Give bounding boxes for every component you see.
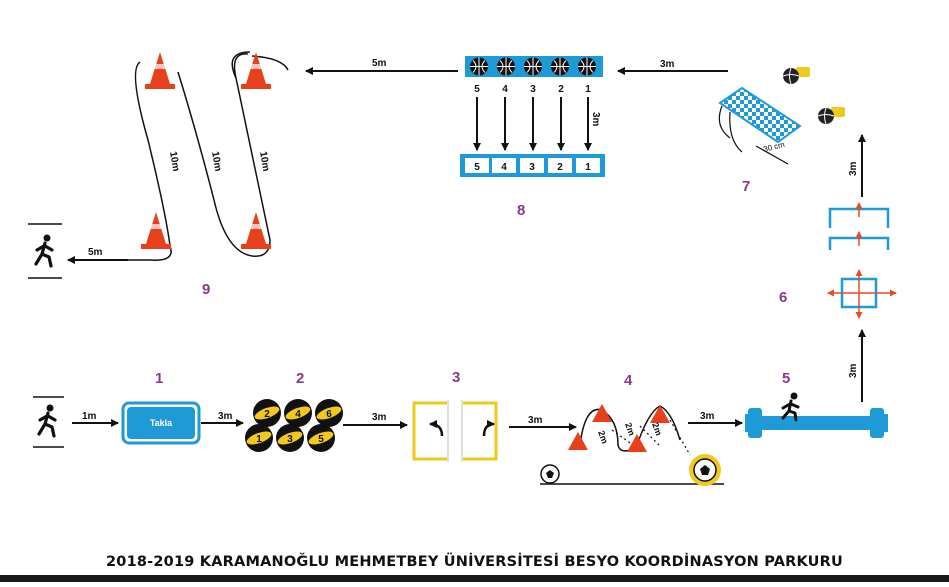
svg-text:5: 5 — [318, 434, 324, 445]
bottom-bar — [0, 575, 949, 582]
basketball-icon — [551, 57, 569, 76]
ball: 4 — [284, 399, 312, 427]
basketball-icon — [497, 57, 515, 76]
ball-number: 4 — [502, 84, 508, 95]
cone-icon — [145, 52, 175, 89]
station-8-baskets: 5 4 3 2 1 3m 5 4 3 2 1 — [460, 56, 605, 177]
ball-number: 2 — [558, 84, 564, 95]
distance-label: 3m — [848, 363, 859, 378]
cone-icon — [627, 434, 647, 452]
station-7-net: 30 cm — [718, 67, 845, 165]
station-number-4: 4 — [624, 372, 633, 389]
svg-text:6: 6 — [326, 409, 332, 420]
finish-marker — [28, 223, 62, 279]
station-2-balls: 2 4 6 1 3 5 — [245, 399, 343, 452]
ball: 2 — [253, 399, 281, 427]
ball: 6 — [315, 399, 343, 427]
station-number-7: 7 — [742, 178, 751, 195]
mat-label: Takla — [150, 418, 173, 428]
course-title: 2018-2019 KARAMANOĞLU MEHMETBEY ÜNİVERSİ… — [106, 554, 843, 570]
ball-number: 3 — [530, 84, 536, 95]
ball-number: 1 — [585, 84, 591, 95]
station-number-6: 6 — [779, 289, 788, 306]
distance-label: 3m — [372, 412, 387, 423]
cone-icon — [241, 212, 271, 249]
basket-number: 5 — [474, 162, 480, 173]
volleyball-icon — [817, 107, 845, 125]
runner-icon — [34, 234, 54, 268]
svg-text:2: 2 — [264, 409, 270, 420]
cone-icon — [141, 212, 171, 249]
distance-label: 2m — [650, 421, 664, 437]
distance-label: 2m — [596, 429, 610, 445]
station-6-agility — [827, 202, 897, 319]
station-number-8: 8 — [517, 202, 526, 219]
svg-text:3: 3 — [287, 434, 293, 445]
volleyball-icon — [782, 67, 810, 85]
basketball-icon — [524, 57, 542, 76]
distance-label: 1m — [82, 411, 97, 422]
svg-text:1: 1 — [256, 434, 262, 445]
basket-number: 1 — [585, 162, 591, 173]
turn-right-arrow-icon — [482, 420, 495, 437]
distance-label: 10m — [167, 151, 181, 173]
station-1-mat: Takla — [121, 401, 201, 445]
soccer-ball-icon — [540, 464, 560, 484]
station-5-beam — [745, 392, 888, 438]
ball: 1 — [245, 424, 273, 452]
basket-number: 4 — [501, 162, 507, 173]
distance-label: 10m — [209, 151, 223, 173]
cone-icon — [592, 404, 612, 422]
ball: 3 — [276, 424, 304, 452]
ball-number: 5 — [474, 84, 480, 95]
distance-label: 3m — [218, 411, 233, 422]
station-9-shuttle: 10m 10m 10m — [128, 51, 289, 261]
runner-icon — [37, 404, 57, 438]
soccer-ball-icon — [689, 454, 721, 486]
net-height-label: 30 cm — [762, 140, 786, 154]
distance-label: 3m — [528, 415, 543, 426]
station-number-5: 5 — [782, 370, 791, 387]
distance-label: 3m — [700, 411, 715, 422]
ball: 5 — [307, 424, 335, 452]
cone-icon — [650, 405, 670, 423]
distance-label: 5m — [88, 247, 103, 258]
start-marker — [33, 396, 64, 448]
station-3-hurdles — [412, 400, 498, 462]
distance-label: 5m — [372, 58, 387, 69]
cone-icon — [241, 52, 271, 89]
basketball-icon — [578, 57, 596, 76]
cone-icon — [568, 432, 588, 450]
distance-label: 3m — [660, 59, 675, 70]
station-4-slalom: 2m 2m 2m — [540, 404, 724, 486]
station-number-9: 9 — [202, 281, 211, 298]
station-number-1: 1 — [155, 370, 164, 387]
distance-label: 3m — [848, 161, 859, 176]
station-number-3: 3 — [452, 369, 461, 386]
distance-label: 3m — [590, 112, 601, 127]
basketball-icon — [470, 57, 488, 76]
station-number-2: 2 — [296, 370, 305, 387]
distance-label: 2m — [623, 421, 637, 437]
distance-label: 10m — [257, 151, 271, 173]
runner-icon — [781, 392, 800, 422]
svg-text:4: 4 — [295, 409, 301, 420]
basket-number: 2 — [557, 162, 563, 173]
basket-number: 3 — [529, 162, 535, 173]
turn-left-arrow-icon — [429, 420, 444, 437]
